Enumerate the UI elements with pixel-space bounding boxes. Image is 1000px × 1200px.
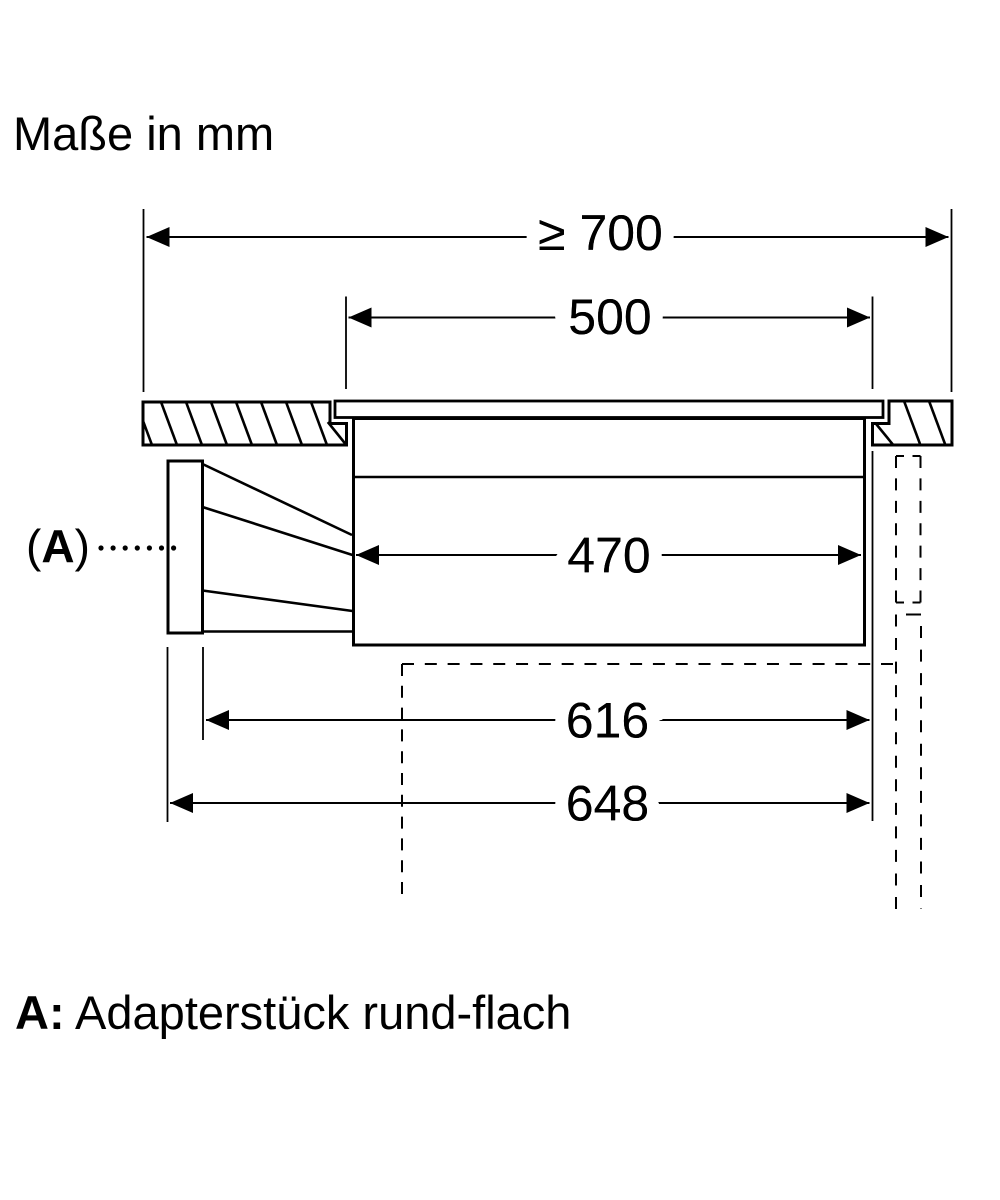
svg-text:Maße in mm: Maße in mm xyxy=(13,107,274,160)
svg-text:≥ 700: ≥ 700 xyxy=(538,205,663,261)
svg-text:470: 470 xyxy=(567,528,650,584)
svg-text:470: 470 xyxy=(567,528,650,584)
svg-text:≥ 700: ≥ 700 xyxy=(538,205,663,261)
svg-text:500: 500 xyxy=(568,289,651,345)
svg-text:(A): (A) xyxy=(26,520,90,572)
svg-text:648: 648 xyxy=(566,776,649,832)
svg-text:616: 616 xyxy=(566,693,649,749)
svg-text:500: 500 xyxy=(568,289,651,345)
svg-text:A: Adapterstück rund-flach: A: Adapterstück rund-flach xyxy=(15,986,571,1039)
svg-text:616: 616 xyxy=(566,693,649,749)
svg-text:648: 648 xyxy=(566,776,649,832)
